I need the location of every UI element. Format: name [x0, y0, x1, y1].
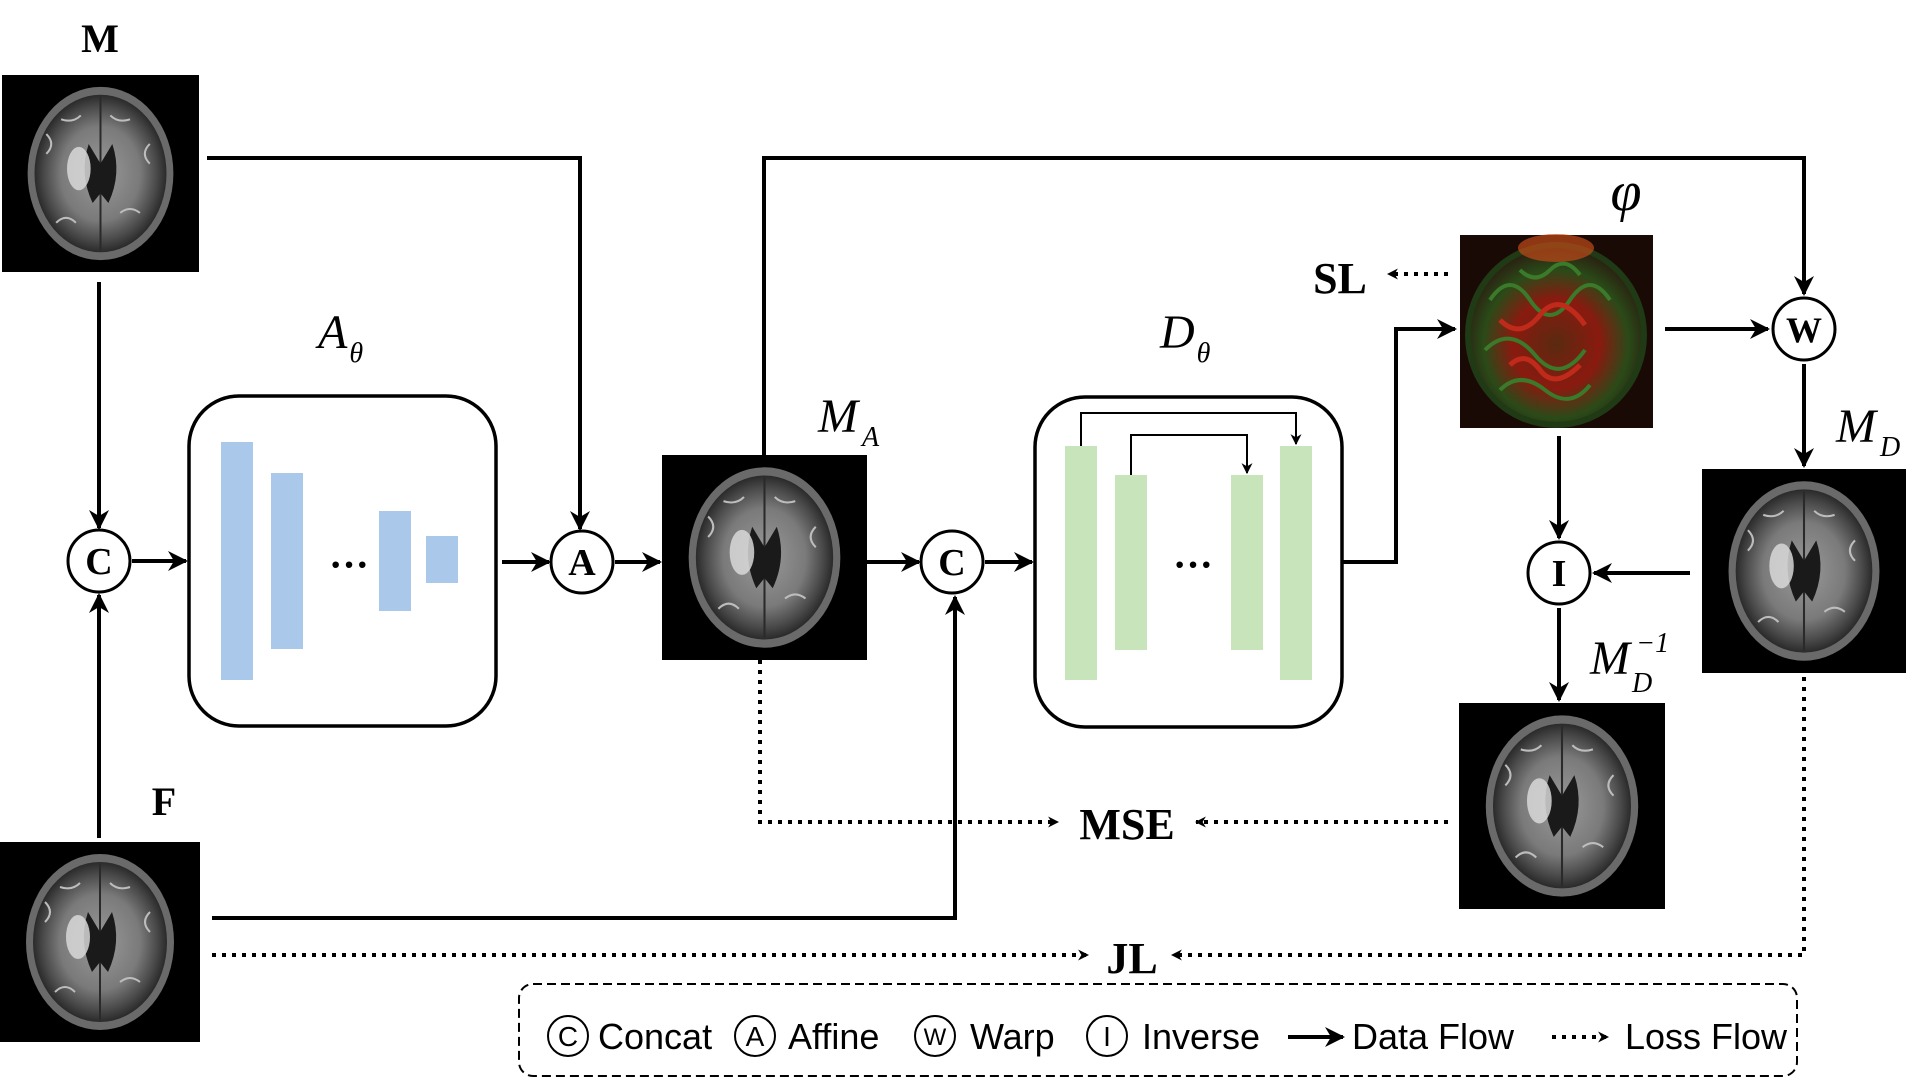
svg-text:C: C [558, 1021, 578, 1052]
brain-mri-icon [0, 841, 201, 1043]
svg-text:C: C [938, 542, 965, 584]
moving-image-label: M [81, 16, 119, 61]
legend-data-flow-label: Data Flow [1352, 1016, 1515, 1057]
fixed-image-label: F [152, 779, 176, 824]
svg-text:C: C [85, 541, 112, 583]
arrow-f-to-concat2 [212, 595, 965, 920]
loss-arrow-md-to-jl [1170, 677, 1806, 961]
moving-image [1, 74, 200, 273]
legend-affine-label: Affine [788, 1016, 879, 1057]
deformation-field-label: φ [1611, 161, 1642, 223]
svg-text:W: W [924, 1024, 947, 1051]
concat-operator-1: C [66, 528, 132, 594]
fixed-image [0, 841, 201, 1043]
legend-concat-label: Concat [598, 1016, 712, 1057]
brain-mri-icon [1700, 467, 1908, 675]
legend-warp-label: Warp [970, 1016, 1055, 1057]
affine-network-label: Aθ [315, 306, 363, 369]
inverse-deformed-label: MD−1 [1589, 628, 1669, 699]
legend-warp-icon: W [914, 1015, 956, 1057]
warp-operator: W [1771, 296, 1837, 362]
inverse-operator: I [1526, 540, 1592, 606]
deformable-network: ··· [1033, 395, 1344, 729]
svg-text:I: I [1103, 1021, 1111, 1052]
affine-ellipsis: ··· [329, 542, 369, 587]
sl-loss-label: SL [1313, 254, 1367, 303]
deform-layer [1115, 475, 1147, 650]
deform-ellipsis: ··· [1173, 542, 1213, 587]
affine-layer [271, 473, 303, 649]
brain-mri-icon [1, 74, 200, 273]
legend-affine-icon: A [734, 1015, 776, 1057]
legend: C Concat A Affine W Warp I Inverse Data … [518, 983, 1798, 1077]
brain-mri-icon [660, 453, 869, 662]
legend-inverse-icon: I [1086, 1015, 1128, 1057]
affine-layer [426, 536, 458, 583]
mse-loss-label: MSE [1079, 800, 1174, 849]
deform-layer [1280, 446, 1312, 680]
arrow-m-to-affine-op [207, 156, 590, 531]
svg-text:A: A [746, 1021, 765, 1052]
svg-text:I: I [1552, 553, 1567, 595]
jl-loss-label: JL [1106, 934, 1157, 983]
deformable-network-label: Dθ [1159, 306, 1211, 369]
affine-operator: A [549, 529, 615, 595]
svg-text:W: W [1786, 310, 1822, 350]
deform-layer [1065, 446, 1097, 680]
loss-arrow-ma-to-mse [758, 660, 1060, 828]
svg-text:A: A [568, 542, 596, 584]
arrow-ma-to-warp [762, 156, 1814, 455]
affine-layer [379, 511, 411, 611]
data-flow-arrows [89, 156, 1814, 920]
deformation-field-image [1460, 234, 1653, 428]
concat-operator-2: C [919, 529, 985, 595]
deformed-image [1700, 467, 1908, 675]
arrow-deform-net-to-phi [1342, 319, 1457, 564]
loss-flow-arrows [212, 268, 1806, 961]
skip-connection [1130, 434, 1253, 475]
affine-network: ··· [187, 394, 498, 728]
legend-loss-flow-label: Loss Flow [1625, 1016, 1788, 1057]
legend-inverse-label: Inverse [1142, 1016, 1260, 1057]
deform-layer [1231, 475, 1263, 650]
inverse-deformed-image [1457, 701, 1667, 911]
affine-layer [221, 442, 253, 680]
affine-warped-image [660, 453, 869, 662]
brain-mri-icon [1457, 701, 1667, 911]
skip-connection [1080, 412, 1302, 446]
legend-concat-icon: C [547, 1015, 589, 1057]
